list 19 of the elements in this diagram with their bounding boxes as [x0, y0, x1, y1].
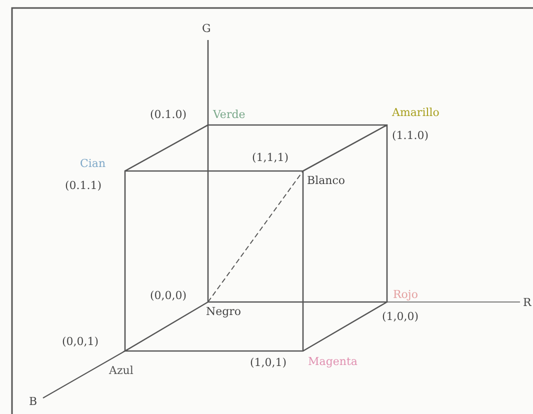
color-name: Negro — [206, 305, 242, 318]
coordinate-label: (0.1.0) — [150, 108, 187, 121]
axis-label: R — [523, 296, 532, 309]
color-name: Azul — [109, 364, 134, 377]
coordinate-label: (1.1.0) — [392, 129, 429, 142]
coordinate-label: (0,0,0) — [150, 289, 187, 302]
axis-label: B — [29, 395, 38, 408]
coordinate-label: (1,0,1) — [250, 356, 287, 369]
color-name: Magenta — [308, 355, 358, 368]
color-name: Rojo — [393, 288, 418, 301]
axis-label: G — [202, 22, 211, 35]
color-name: Blanco — [307, 174, 346, 187]
color-name: Verde — [213, 108, 246, 121]
coordinate-label: (0,0,1) — [62, 335, 99, 348]
coordinate-label: (0.1.1) — [65, 179, 102, 192]
color-name: Cian — [80, 157, 106, 170]
coordinate-label: (1,0,0) — [382, 310, 419, 323]
color-name: Amarillo — [392, 106, 440, 119]
coordinate-label: (1,1,1) — [252, 151, 289, 164]
